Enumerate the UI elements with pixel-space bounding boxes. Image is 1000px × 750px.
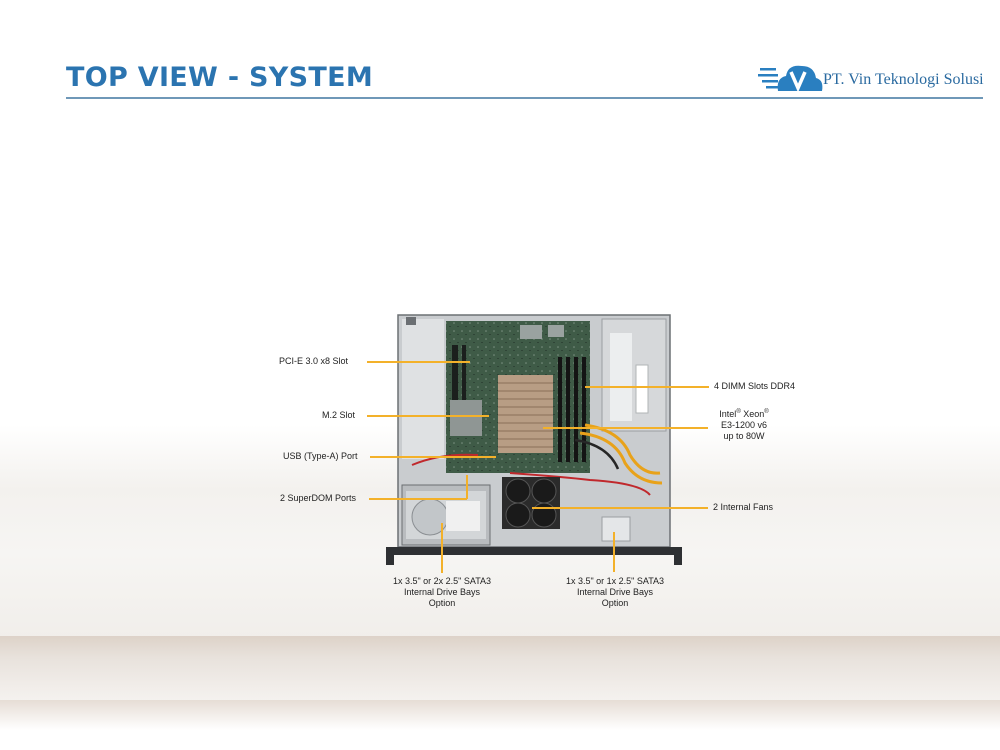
brand-name: PT. Vin Teknologi Solusi: [823, 71, 984, 88]
leader-line-pcie: [367, 361, 470, 363]
callout-usb-port: USB (Type-A) Port: [283, 451, 358, 461]
slide-title: TOP VIEW - SYSTEM: [66, 62, 374, 93]
leader-line-bay-right: [613, 532, 615, 572]
cpu-line-1: Intel® Xeon®: [719, 409, 769, 419]
leader-line-bay-left: [441, 523, 443, 573]
brand-logo: [758, 65, 823, 93]
callout-cpu: Intel® Xeon® E3-1200 v6 up to 80W: [712, 407, 776, 442]
cpu-line-3: up to 80W: [723, 431, 765, 441]
title-underline: [66, 97, 983, 99]
callout-superdom-ports: 2 SuperDOM Ports: [280, 493, 357, 503]
server-top-view-photo: [386, 314, 682, 565]
leader-line-superdom: [369, 498, 467, 500]
callout-internal-fans: 2 Internal Fans: [713, 502, 774, 512]
background-band-low: [0, 636, 1000, 708]
cloud-v-icon: [758, 65, 823, 93]
leader-line-dimm: [585, 386, 709, 388]
leader-line-usb: [370, 456, 496, 458]
leader-line-fans: [532, 507, 708, 509]
background-band-bottom: [0, 700, 1000, 750]
callout-drive-bay-left: 1x 3.5" or 2x 2.5" SATA3 Internal Drive …: [392, 576, 492, 608]
callout-drive-bay-right: 1x 3.5" or 1x 2.5" SATA3 Internal Drive …: [565, 576, 665, 608]
leader-line-superdom-vertical: [466, 475, 468, 499]
leader-line-m2: [367, 415, 489, 417]
cpu-line-2: E3-1200 v6: [720, 420, 768, 430]
callout-dimm-slots: 4 DIMM Slots DDR4: [714, 381, 796, 391]
leader-line-cpu: [543, 427, 708, 429]
callout-m2-slot: M.2 Slot: [322, 410, 356, 420]
callout-pcie-slot: PCI-E 3.0 x8 Slot: [279, 356, 349, 366]
